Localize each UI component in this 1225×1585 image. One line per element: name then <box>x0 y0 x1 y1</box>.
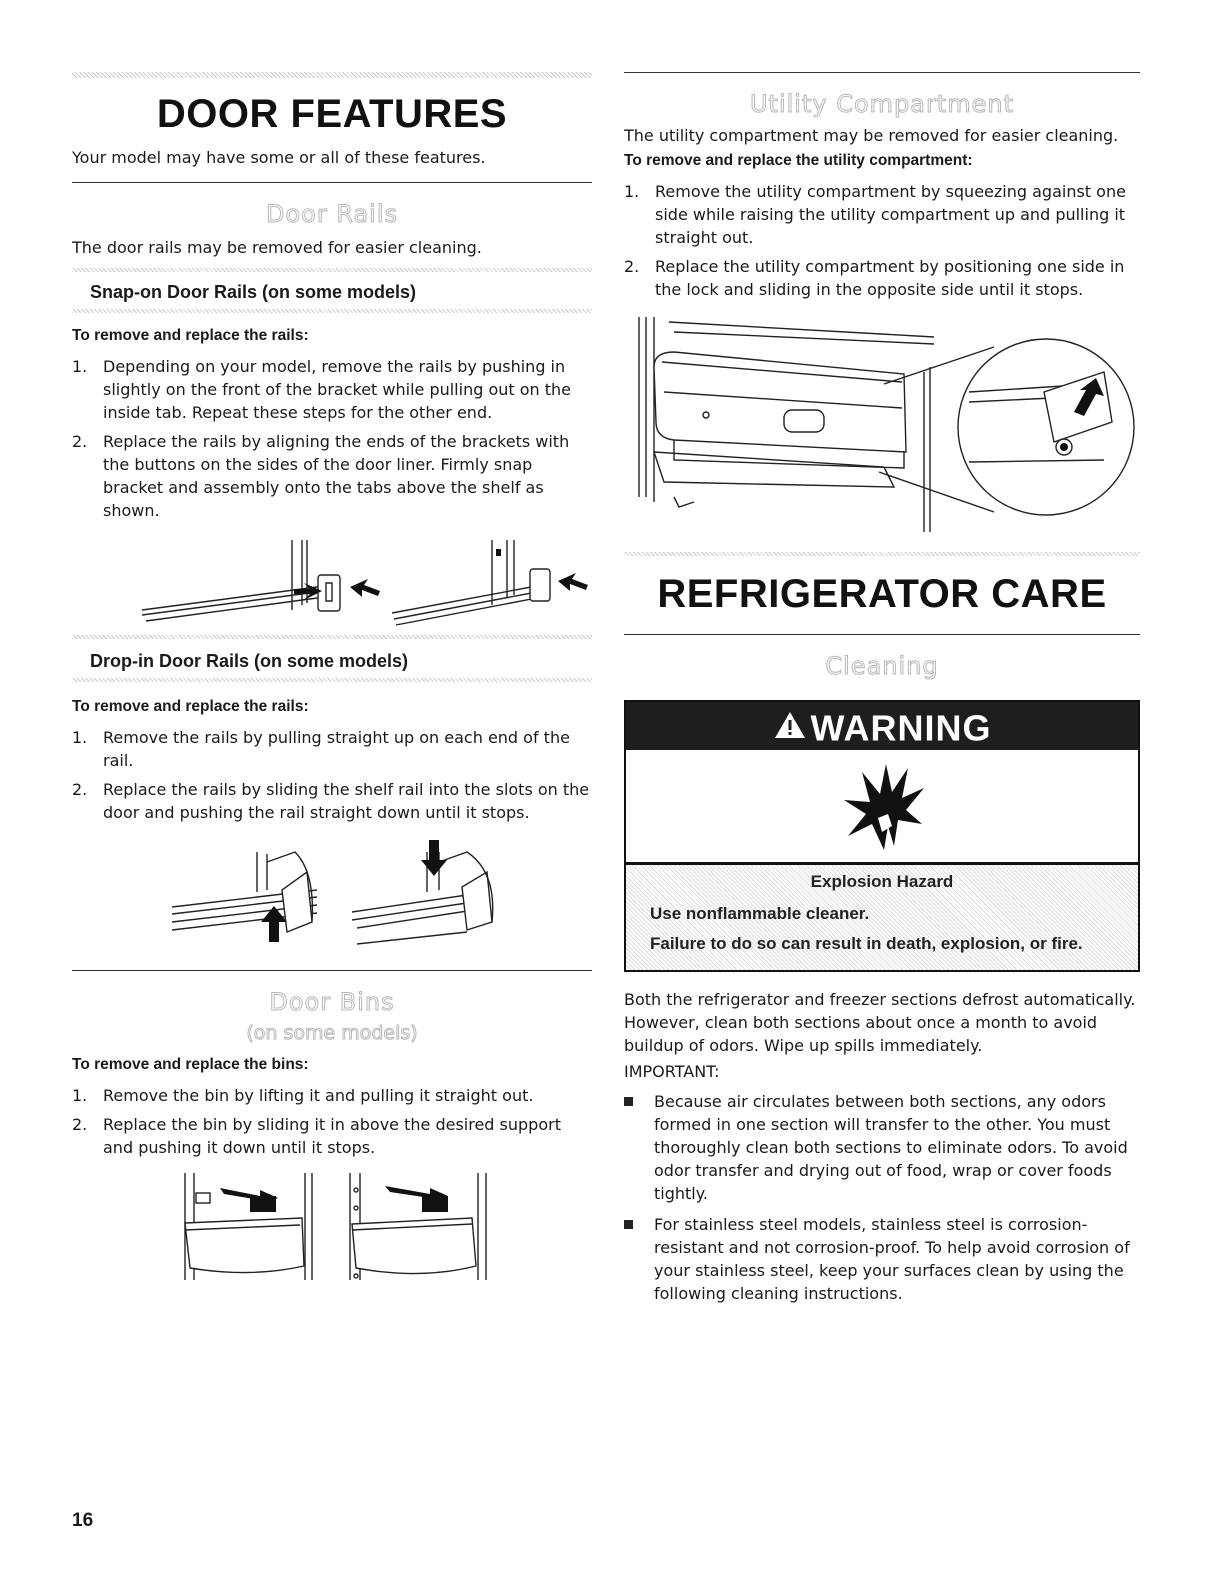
section-divider <box>624 552 1140 556</box>
section-rule <box>72 182 592 183</box>
list-item: 1.Remove the utility compartment by sque… <box>624 182 1126 247</box>
snap-on-rails-illustration <box>141 540 588 626</box>
subsection-divider <box>72 635 592 639</box>
warning-label: WARNING <box>810 707 992 749</box>
warning-box: WARNING Explosion Hazard Use nonflammabl… <box>624 700 1140 972</box>
subsection-divider <box>72 268 592 272</box>
list-item: 2.Replace the utility compartment by pos… <box>624 257 1125 299</box>
utility-heading: Utility Compartment <box>749 90 1015 119</box>
drop-in-heading: Drop-in Door Rails (on some models) <box>90 651 409 671</box>
drop-in-instruction: To remove and replace the rails: <box>72 698 309 715</box>
list-item: 1.Depending on your model, remove the ra… <box>72 357 572 422</box>
snap-on-heading: Snap-on Door Rails (on some models) <box>90 282 417 302</box>
door-features-intro: Your model may have some or all of these… <box>72 148 486 167</box>
door-rails-heading: Door Rails <box>265 200 399 229</box>
door-bins-steps: 1.Remove the bin by lifting it and pulli… <box>72 1084 592 1165</box>
door-bins-illustration <box>184 1173 487 1280</box>
page-number: 16 <box>72 1510 94 1531</box>
door-bins-heading: Door Bins <box>269 988 395 1017</box>
door-features-title: DOOR FEATURES <box>156 92 508 136</box>
warning-header: WARNING <box>626 702 1138 750</box>
list-item: For stainless steel models, stainless st… <box>624 1213 1144 1305</box>
top-rule <box>624 72 1140 73</box>
warning-line1: Use nonflammable cleaner. <box>650 904 870 923</box>
utility-text: The utility compartment may be removed f… <box>624 126 1119 145</box>
list-item: Because air circulates between both sect… <box>624 1090 1144 1205</box>
cleaning-paragraph: Both the refrigerator and freezer sectio… <box>624 990 1136 1055</box>
explosion-icon <box>844 764 924 850</box>
section-rule <box>72 970 592 971</box>
warning-hazard: Explosion Hazard <box>810 872 954 891</box>
drop-in-steps: 1.Remove the rails by pulling straight u… <box>72 726 592 830</box>
door-bins-subheading: (on some models) <box>246 1022 418 1045</box>
snap-on-instruction: To remove and replace the rails: <box>72 327 309 344</box>
refrigerator-care-title: REFRIGERATOR CARE <box>657 572 1107 616</box>
section-rule <box>624 634 1140 635</box>
subsection-divider <box>72 309 592 313</box>
warning-triangle-icon <box>773 704 807 752</box>
utility-instruction: To remove and replace the utility compar… <box>624 152 973 169</box>
list-item: 2.Replace the bin by sliding it in above… <box>72 1115 561 1157</box>
list-item: 2.Replace the rails by sliding the shelf… <box>72 780 590 822</box>
warning-line2: Failure to do so can result in death, ex… <box>650 934 1083 953</box>
important-label: IMPORTANT: <box>624 1062 720 1081</box>
warning-separator <box>626 862 1138 865</box>
door-rails-text: The door rails may be removed for easier… <box>72 238 482 257</box>
list-item: 2.Replace the rails by aligning the ends… <box>72 432 570 520</box>
utility-compartment-illustration <box>638 317 1135 532</box>
warning-icon-area <box>626 750 1138 862</box>
subsection-divider <box>72 678 592 682</box>
list-item: 1.Remove the rails by pulling straight u… <box>72 728 570 770</box>
snap-on-steps: 1.Depending on your model, remove the ra… <box>72 355 592 528</box>
top-divider <box>72 72 592 78</box>
utility-steps: 1.Remove the utility compartment by sque… <box>624 180 1144 307</box>
door-bins-instruction: To remove and replace the bins: <box>72 1056 309 1073</box>
cleaning-bullets: Because air circulates between both sect… <box>624 1090 1144 1313</box>
cleaning-heading: Cleaning <box>825 652 939 681</box>
drop-in-rails-illustration <box>171 840 494 945</box>
list-item: 1.Remove the bin by lifting it and pulli… <box>72 1086 534 1105</box>
